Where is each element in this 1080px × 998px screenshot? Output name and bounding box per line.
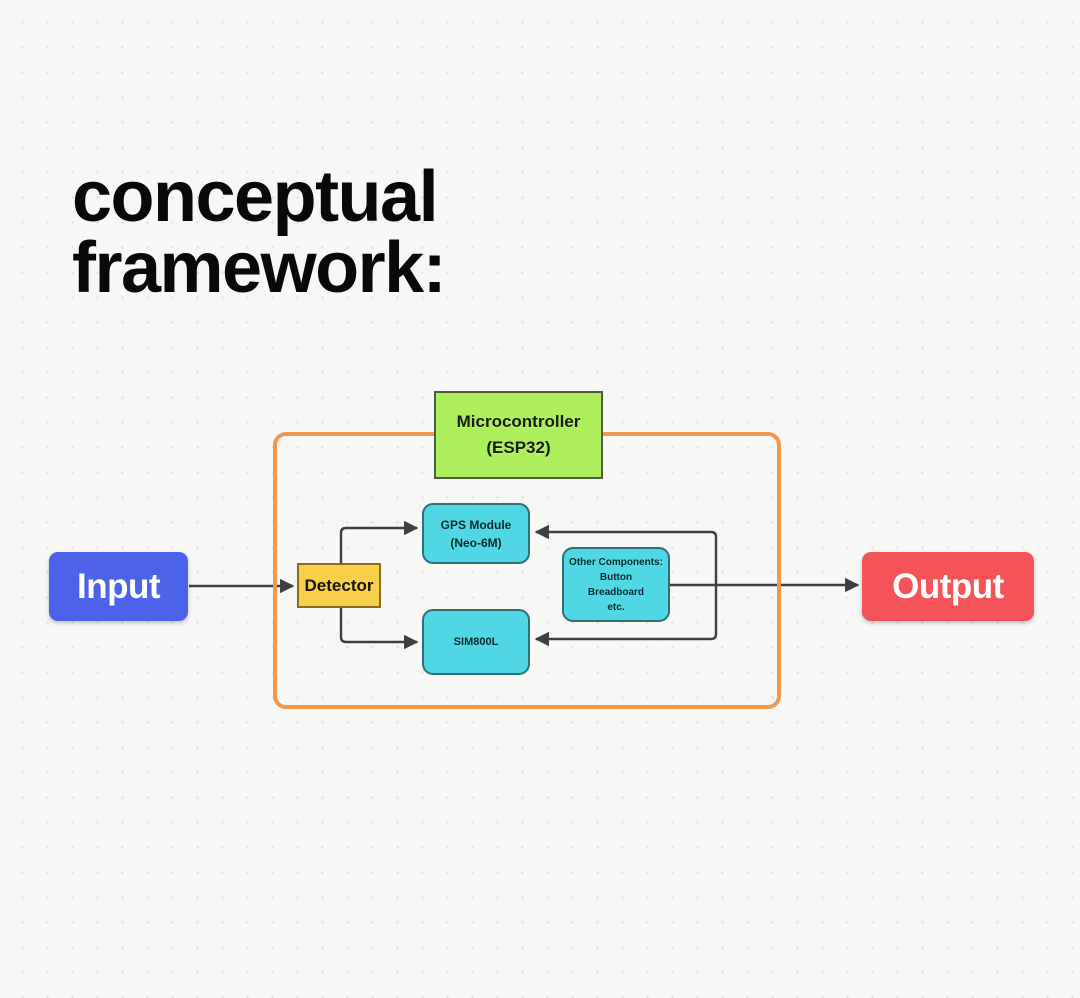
node-output[interactable]: Output	[862, 552, 1034, 621]
page-title: conceptual framework:	[72, 157, 447, 308]
node-sim800l[interactable]: SIM800L	[422, 609, 530, 675]
edge-other-gps	[534, 524, 718, 585]
edge-detector-gps	[339, 520, 419, 563]
node-microcontroller[interactable]: Microcontroller (ESP32)	[434, 391, 603, 479]
node-input[interactable]: Input	[49, 552, 188, 621]
edge-other-sim	[534, 585, 718, 647]
node-gps-module[interactable]: GPS Module (Neo-6M)	[422, 503, 530, 564]
edge-detector-sim	[339, 608, 419, 650]
node-detector[interactable]: Detector	[297, 563, 381, 608]
node-other-components[interactable]: Other Components: Button Breadboard etc.	[562, 547, 670, 622]
